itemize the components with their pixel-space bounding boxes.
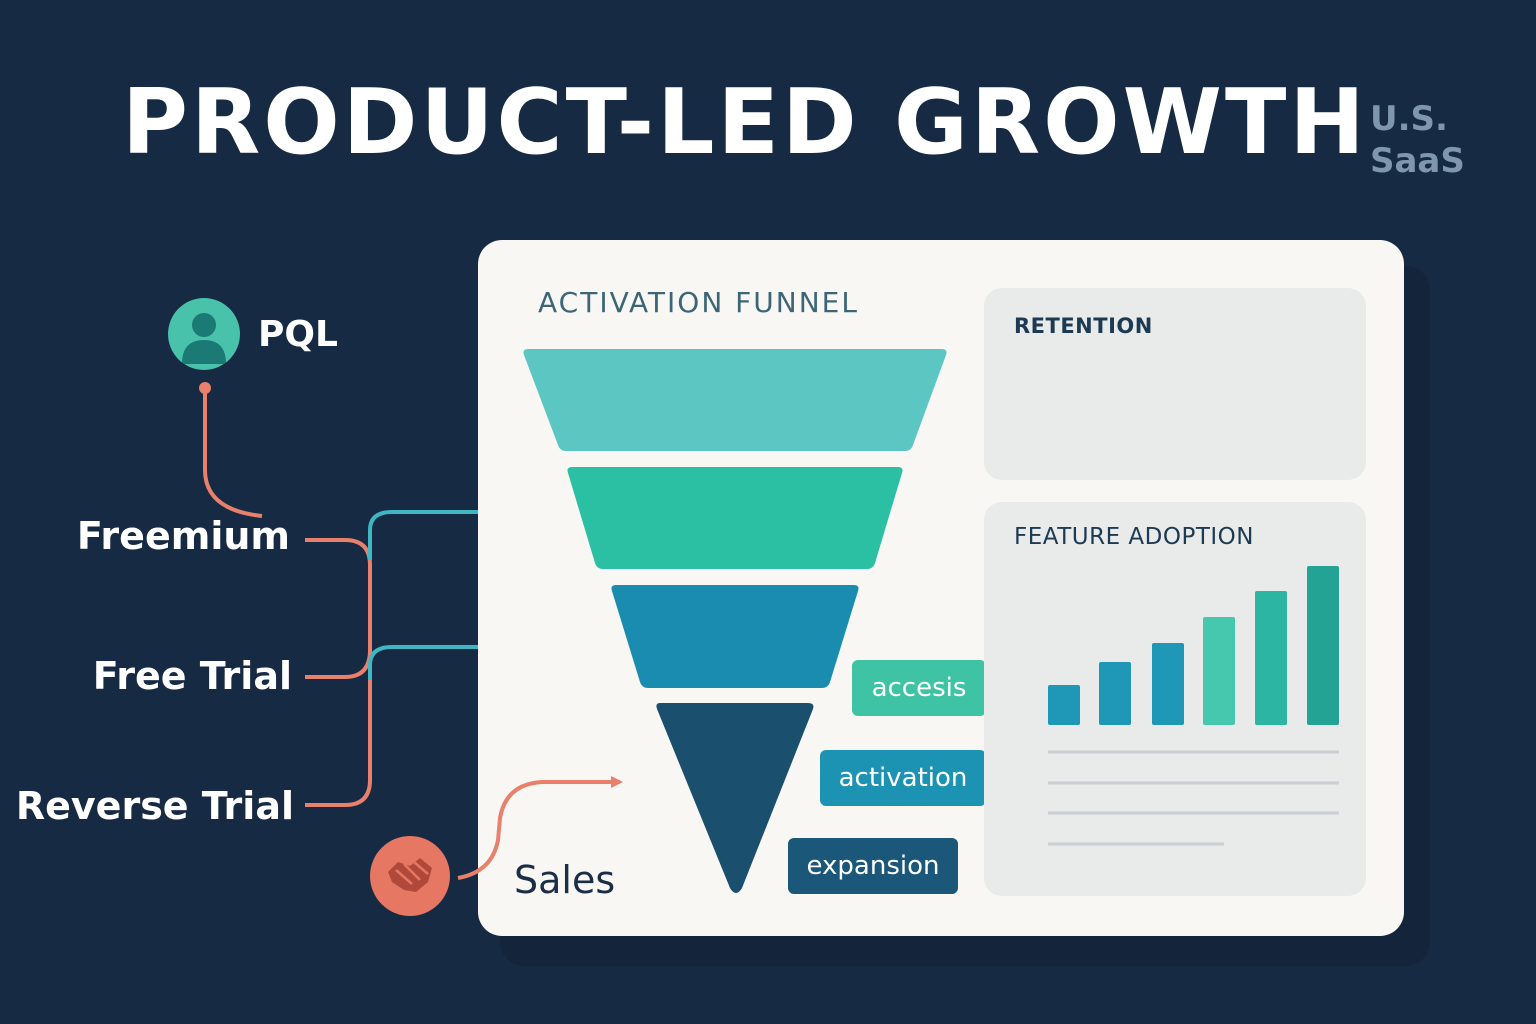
funnel-layer-1 xyxy=(523,349,947,451)
freemium-label: Freemium xyxy=(76,514,290,558)
adoption-bar-3 xyxy=(1152,643,1184,725)
free-trial-arrow xyxy=(368,642,564,680)
funnel-layer-4 xyxy=(656,703,814,893)
stage-tag-expansion: expansion xyxy=(788,838,958,894)
adoption-bar-6 xyxy=(1307,566,1339,725)
pql-node: PQL xyxy=(168,298,338,370)
handshake-icon xyxy=(370,836,450,916)
freemium-arrow xyxy=(368,507,514,560)
adoption-bar-5 xyxy=(1255,591,1287,725)
region-line-2: SaaS xyxy=(1370,141,1465,181)
page-title: PRODUCT-LED GROWTH xyxy=(122,70,1368,175)
feature-adoption-chart xyxy=(1048,566,1339,846)
feature-adoption-panel: FEATURE ADOPTION xyxy=(984,502,1366,896)
retention-title: RETENTION xyxy=(1014,314,1153,338)
funnel-title: ACTIVATION FUNNEL xyxy=(538,286,859,319)
stage-tag-access: accesis xyxy=(852,660,986,716)
reverse-trial-label: Reverse Trial xyxy=(15,784,294,828)
adoption-bar-1 xyxy=(1048,685,1080,725)
pql-label: PQL xyxy=(258,313,338,355)
region-tag: U.S. SaaS xyxy=(1370,98,1480,182)
funnel-layer-2 xyxy=(567,467,903,569)
freemium-bracket xyxy=(305,538,372,679)
adoption-bar-2 xyxy=(1099,662,1131,725)
free-trial-label: Free Trial xyxy=(92,654,292,698)
funnel-layer-3 xyxy=(611,585,859,688)
retention-panel: RETENTION xyxy=(984,288,1366,480)
region-line-1: U.S. xyxy=(1370,99,1448,139)
feature-adoption-title: FEATURE ADOPTION xyxy=(1014,524,1254,550)
stage-tag-activation: activation xyxy=(820,750,986,806)
sales-arrow xyxy=(457,776,623,880)
reverse-trial-bracket xyxy=(305,650,372,807)
sales-label: Sales xyxy=(514,858,616,902)
adoption-bar-4 xyxy=(1203,617,1235,725)
pql-connector xyxy=(203,388,263,518)
user-avatar-icon xyxy=(168,298,240,370)
